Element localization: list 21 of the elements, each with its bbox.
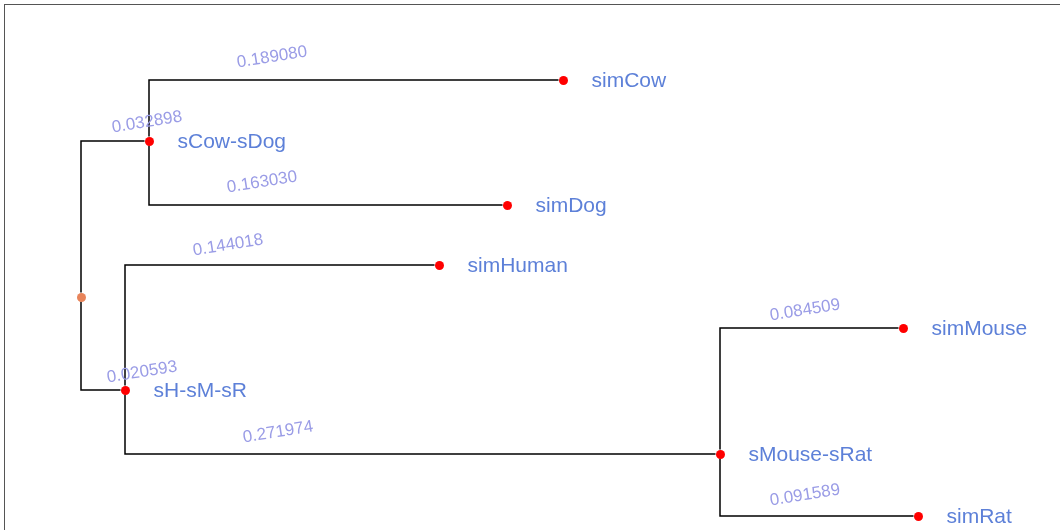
branch-length-label: 0.271974 xyxy=(241,417,315,447)
node-label: simCow xyxy=(591,67,667,93)
node-label: simHuman xyxy=(467,252,568,278)
branch-length-label: 0.144018 xyxy=(191,230,265,260)
node-label: sMouse-sRat xyxy=(748,441,873,467)
branch-length-label: 0.084509 xyxy=(768,295,842,325)
node-label: simRat xyxy=(946,503,1012,529)
branch-length-label: 0.189080 xyxy=(235,42,309,72)
tree-branch xyxy=(719,327,900,451)
node-label: simMouse xyxy=(931,315,1028,341)
tree-branch xyxy=(719,457,915,517)
node-label: sH-sM-sR xyxy=(153,378,247,403)
node-label: simDog xyxy=(535,192,607,218)
tree-branch xyxy=(80,300,122,391)
branch-length-label: 0.091589 xyxy=(768,480,842,510)
tree-branch xyxy=(124,264,436,387)
tree-branch xyxy=(148,79,560,138)
tree-branch xyxy=(124,393,717,455)
tree-branch xyxy=(148,144,504,206)
branch-length-label: 0.163030 xyxy=(225,167,299,197)
tree-branch xyxy=(80,140,146,294)
